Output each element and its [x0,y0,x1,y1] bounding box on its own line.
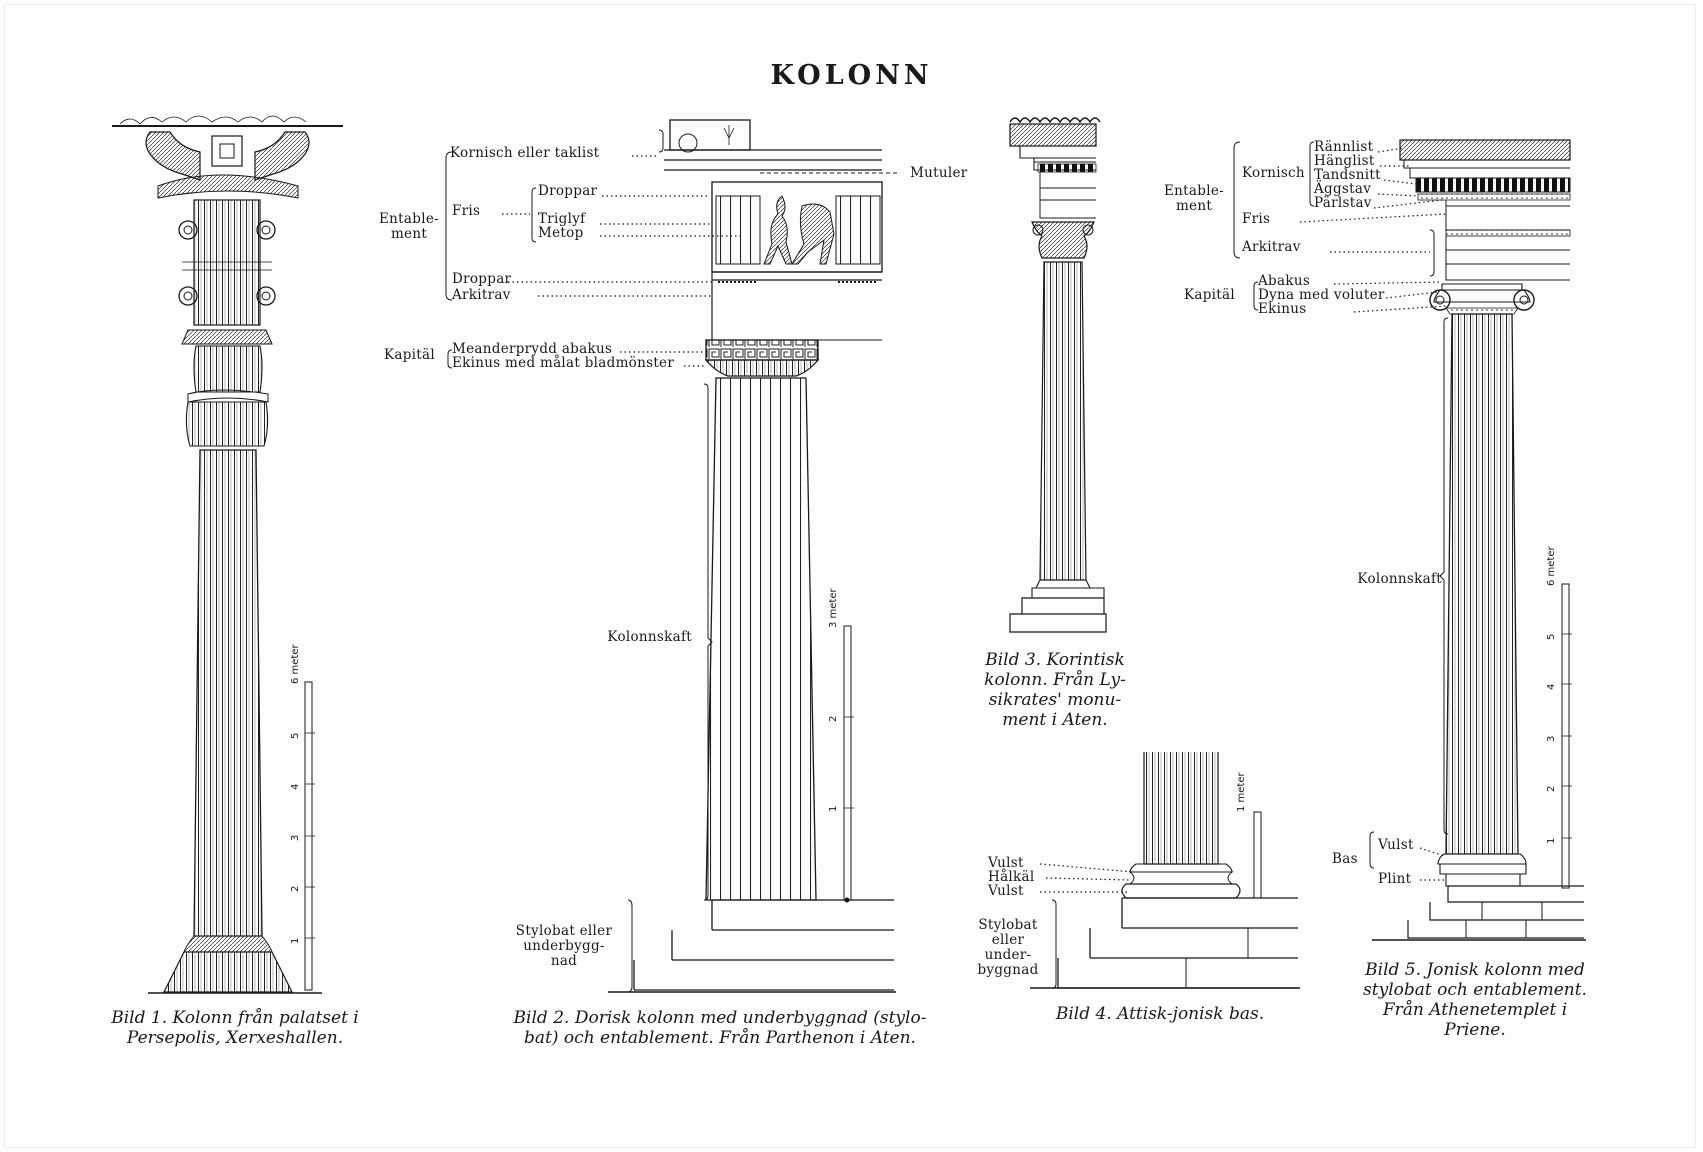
fig1-caption: Bild 1. Kolonn från palatset i Persepoli… [111,1008,359,1048]
fig5-label-plint: Plint [1378,871,1412,887]
fig5-scale-tick: 1 [1546,837,1557,844]
fig2-caption: Bild 2. Dorisk kolonn med underbyggnad (… [513,1008,927,1048]
fig5-scale-unit: 6 meter [1546,546,1557,586]
fig2-label-fris: Fris [452,203,481,219]
page-title: KOLONN [770,60,933,91]
fig5-label-aggstav: Äggstav [1314,181,1372,197]
fig5-label-entablement: Entable- ment [1164,183,1224,214]
fig2-label-metop: Metop [538,225,584,241]
fig5-label-tandsnitt: Tandsnitt [1314,167,1381,183]
fig2-scale-tick: 2 [828,715,839,722]
page-border [4,4,1696,1148]
fig5-label-bas: Bas [1332,851,1358,867]
fig5-label-kapital: Kapitäl [1184,287,1235,303]
fig4-label-halkal: Hålkäl [988,869,1035,885]
fig5-label-kolonnskaft: Kolonnskaft [1357,571,1442,587]
fig5-label-parlstav: Pärlstav [1314,195,1372,211]
fig1-scale-tick: 3 [290,834,301,841]
fig2-scale-unit: 3 meter [828,588,839,628]
fig1-scale-unit: 6 meter [290,644,301,684]
fig5-label-fris: Fris [1242,211,1271,227]
fig2-label-abakus: Meanderprydd abakus [452,341,613,357]
fig2-label-droppar-upper: Droppar [538,183,598,199]
fig5-label-kornisch: Kornisch [1242,165,1305,181]
fig2-doric-column [445,119,898,993]
fig4-scale-unit: 1 meter [1236,772,1247,812]
fig2-label-entablement: Entable- ment [379,211,439,242]
fig5-scale-tick: 5 [1546,633,1557,640]
fig5-label-arkitrav: Arkitrav [1242,239,1301,255]
fig2-label-kornisch: Kornisch eller taklist [450,145,600,161]
fig1-scale-tick: 4 [290,783,301,790]
fig1-scale-tick: 2 [290,885,301,892]
fig5-scale-tick: 4 [1546,683,1557,690]
fig5-label-dyna: Dyna med voluter [1258,287,1385,303]
fig2-label-mutuler: Mutuler [910,165,968,181]
fig3-caption: Bild 3. Korintisk kolonn. Från Ly- sikra… [984,650,1126,730]
fig2-label-kolonnskaft: Kolonnskaft [607,629,692,645]
fig2-label-stylobat: Stylobat eller underbygg- nad [515,923,613,969]
fig5-label-rannlist: Rännlist [1314,139,1374,155]
fig4-attic-base [1030,752,1300,989]
fig2-scale-tick: 1 [828,805,839,812]
fig5-caption: Bild 5. Jonisk kolonn med stylobat och e… [1363,960,1587,1040]
fig3-corinthian-column [1009,117,1107,633]
fig1-scale-tick: 5 [290,732,301,739]
fig4-label-vulst-upper: Vulst [988,855,1024,871]
fig5-label-abakus: Abakus [1258,273,1311,289]
fig5-scale-tick: 3 [1546,735,1557,742]
fig2-label-arkitrav: Arkitrav [452,287,511,303]
fig2-label-triglyf: Triglyf [538,211,586,227]
fig5-label-vulst: Vulst [1378,837,1414,853]
fig2-label-kapital: Kapitäl [384,347,435,363]
fig5-scale-tick: 2 [1546,785,1557,792]
fig1-scale-tick: 1 [290,937,301,944]
fig4-caption: Bild 4. Attisk-jonisk bas. [1055,1004,1265,1024]
fig4-label-vulst-lower: Vulst [988,883,1024,899]
fig2-label-ekinus: Ekinus med målat bladmönster [452,355,675,371]
fig1-persepolis-column [112,115,343,994]
fig2-label-droppar-lower: Droppar [452,271,512,287]
fig5-label-ekinus: Ekinus [1258,301,1307,317]
fig4-label-stylobat: Stylobat eller under- byggnad [977,917,1039,978]
fig5-label-hanglist: Hänglist [1314,153,1375,169]
fig5-ionic-column [1233,139,1586,941]
